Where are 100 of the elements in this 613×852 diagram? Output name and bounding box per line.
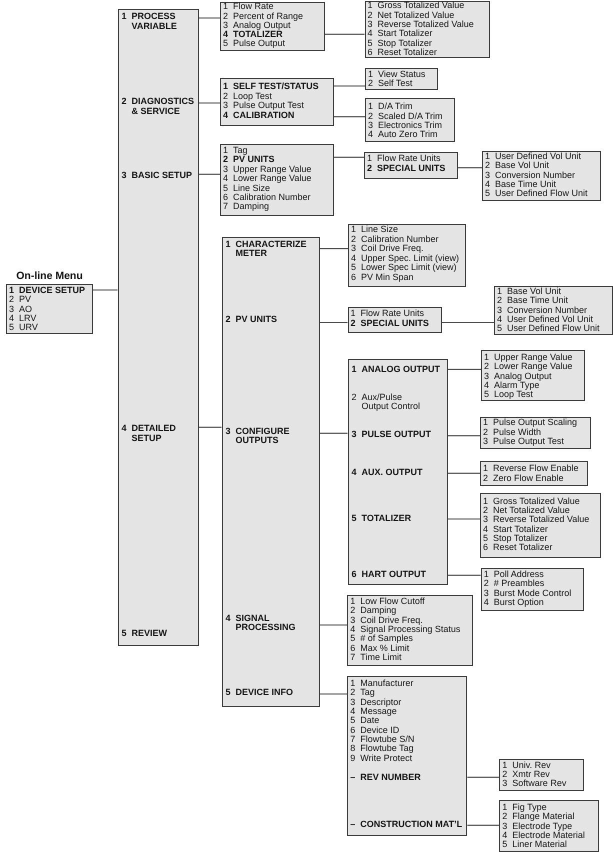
menu-item: 3 Burst Mode Control xyxy=(484,588,572,598)
menu-item: 9 Write Protect xyxy=(350,754,412,763)
connector-line xyxy=(442,322,494,324)
menu-item: 2 Pulse Width xyxy=(483,428,542,438)
menu-item: 6 HART OUTPUT xyxy=(352,570,426,580)
menu-item: 4 TOTALIZER xyxy=(223,30,283,40)
menu-item: 4 Start Totalizer xyxy=(483,524,548,534)
connector-line xyxy=(334,156,364,158)
menu-item: 5 Lower Spec Limit (view) xyxy=(351,263,457,273)
menu-item: 4 User Defined Vol Unit xyxy=(497,315,594,324)
menu-item: 1 DEVICE SETUP xyxy=(9,286,86,296)
menu-item: 4 Alarm Type xyxy=(484,380,540,390)
menu-item: 6 Calibration Number xyxy=(223,192,311,202)
menu-box xyxy=(348,224,466,288)
menu-box xyxy=(481,350,585,401)
connector-line xyxy=(199,102,220,104)
menu-item: 5 # of Samples xyxy=(350,634,413,644)
connector-line xyxy=(320,624,348,626)
menu-item: 2 Damping xyxy=(350,606,396,616)
menu-item: 2 Loop Test xyxy=(223,92,272,102)
menu-item: 3 Electronics Trim xyxy=(368,120,442,130)
connector-line xyxy=(467,824,500,826)
menu-item: 1 ANALOG OUTPUT xyxy=(352,365,440,375)
menu-box xyxy=(222,237,320,708)
menu-box xyxy=(220,2,325,51)
connector-line xyxy=(458,167,482,168)
menu-item: 7 Time Limit xyxy=(350,653,402,662)
menu-item: 2 Base Vol Unit xyxy=(485,161,550,171)
menu-item: 5 URV xyxy=(9,322,38,332)
menu-item: 4 LRV xyxy=(9,314,36,323)
menu-item: 3 CONFIGURE OUTPUTS xyxy=(226,426,290,446)
menu-item: 4 Base Time Unit xyxy=(485,180,556,190)
menu-item: 2 Lower Range Value xyxy=(484,362,572,372)
connector-line xyxy=(448,574,481,576)
menu-item: 4 DETAILED SETUP xyxy=(122,424,177,444)
menu-item: 3 Software Rev xyxy=(502,779,566,789)
menu-item: 6 PV Min Span xyxy=(351,272,414,282)
menu-box xyxy=(348,307,442,333)
menu-item: 1 Flow Rate Units xyxy=(367,154,441,164)
menu-item: 2 PV UNITS xyxy=(223,155,275,165)
menu-box xyxy=(494,286,612,336)
menu-item: 2 Percent of Range xyxy=(223,12,304,21)
connector-line xyxy=(448,368,481,370)
menu-item: 5 Stop Totalizer xyxy=(483,534,548,544)
menu-item: 3 Coil Drive Freq. xyxy=(350,616,423,626)
menu-item: 1 Reverse Flow Enable xyxy=(483,464,579,474)
menu-item: 7 Damping xyxy=(223,202,270,212)
menu-item: 8 Flowtube Tag xyxy=(350,744,414,754)
menu-item: 2 Self Test xyxy=(368,79,412,88)
menu-box xyxy=(348,359,448,585)
menu-item: 5 User Defined Flow Unit xyxy=(497,324,600,334)
menu-item: 1 User Defined Vol Unit xyxy=(485,152,582,162)
menu-box xyxy=(480,461,588,486)
menu-item: 4 AUX. OUTPUT xyxy=(352,468,423,478)
menu-item: 2 Zero Flow Enable xyxy=(483,474,564,483)
menu-item: 4 Signal Processing Status xyxy=(350,625,460,634)
menu-item: 2 Base Time Unit xyxy=(497,296,568,306)
menu-item: 2 PV UNITS xyxy=(226,314,278,324)
menu-item: 1 Line Size xyxy=(351,225,398,235)
menu-item: 4 Message xyxy=(350,707,397,716)
connector-line xyxy=(320,248,348,250)
menu-item: 1 Poll Address xyxy=(484,570,544,580)
menu-item: 2 Net Totalized Value xyxy=(483,506,570,516)
menu-box xyxy=(220,144,334,216)
menu-item: 3 Pulse Output Test xyxy=(483,437,564,446)
menu-item: 5 Loop Test xyxy=(484,390,533,400)
menu-item: 1 Low Flow Cutoff xyxy=(350,597,425,606)
connector-line xyxy=(199,426,222,428)
menu-item: 5 TOTALIZER xyxy=(352,514,412,524)
menu-item: 3 BASIC SETUP xyxy=(122,171,192,181)
menu-item: 2 Scaled D/A Trim xyxy=(368,112,443,121)
menu-item: 1 Gross Totalized Value xyxy=(368,1,464,11)
connector-line xyxy=(448,435,480,436)
connector-line xyxy=(448,472,480,474)
menu-item: 1 View Status xyxy=(368,70,426,80)
menu-item: 2 Calibration Number xyxy=(351,234,439,244)
menu-item: 1 Fig Type xyxy=(502,803,547,812)
menu-item: 2 SPECIAL UNITS xyxy=(367,164,446,174)
menu-item: 3 Reverse Totalized Value xyxy=(368,20,474,30)
menu-item: 3 Electrode Type xyxy=(502,822,572,832)
connector-line xyxy=(334,116,365,118)
menu-item: 2 DIAGNOSTICS & SERVICE xyxy=(122,97,196,116)
menu-item: 1 Flow Rate xyxy=(223,2,274,12)
menu-item: 3 Conversion Number xyxy=(485,170,576,180)
menu-item: 5 Liner Material xyxy=(502,840,567,850)
connector-line xyxy=(93,289,118,291)
menu-item: 1 D/A Trim xyxy=(368,102,413,112)
menu-box xyxy=(482,151,601,201)
menu-box xyxy=(480,493,601,558)
menu-title: On-line Menu xyxy=(16,270,83,282)
menu-item: 2 Flange Material xyxy=(502,812,574,822)
menu-item: 3 Coil Drive Freq. xyxy=(351,244,424,254)
menu-item: 1 Flow Rate Units xyxy=(350,309,424,319)
connector-line xyxy=(467,776,500,778)
menu-box xyxy=(480,416,591,449)
menu-item: 4 Start Totalizer xyxy=(368,29,432,39)
menu-item: 2 Tag xyxy=(350,688,375,698)
menu-item: 3 AO xyxy=(9,304,32,314)
menu-item: 3 Pulse Output Test xyxy=(223,101,304,111)
menu-item: 4 Auto Zero Trim xyxy=(368,130,438,140)
